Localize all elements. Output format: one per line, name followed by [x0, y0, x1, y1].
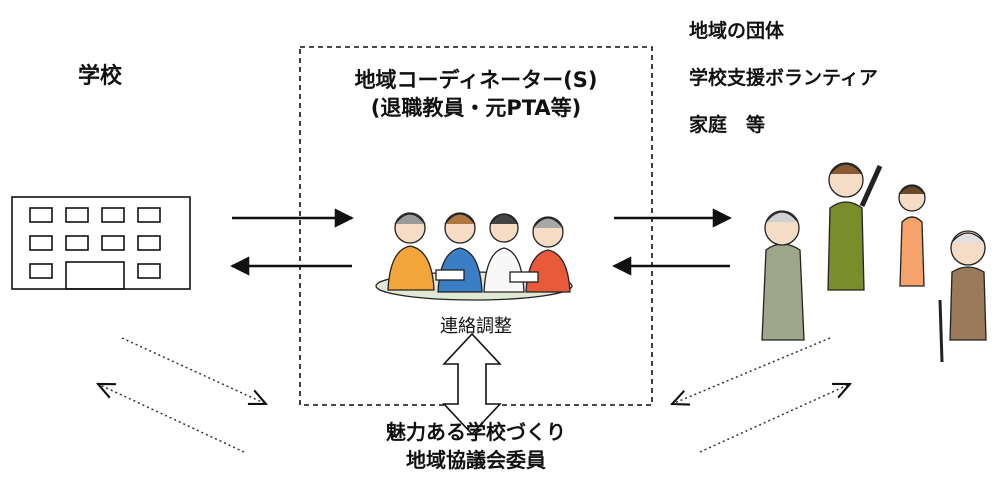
community-groups-label: 地域の団体 学校支援ボランティア 家庭 等	[689, 8, 878, 149]
community-line1: 地域の団体	[689, 20, 785, 42]
dotted-arrow-left-1	[121, 337, 266, 404]
school-label: 学校	[78, 64, 123, 89]
council-label: 魅力ある学校づくり 地域協議会委員	[300, 418, 652, 474]
double-arrow-vertical	[442, 332, 502, 436]
coordinator-title-line1: 地域コーディネーター(S)	[354, 68, 598, 92]
coordinator-title: 地域コーディネーター(S) (退職教員・元PTA等)	[300, 66, 652, 122]
liaison-label: 連絡調整	[440, 316, 512, 337]
community-line2: 学校支援ボランティア	[689, 67, 878, 89]
coordinators-illustration	[375, 212, 573, 301]
coordinator-title-line2: (退職教員・元PTA等)	[370, 96, 582, 120]
community-line3: 家庭 等	[689, 114, 766, 136]
school-building-icon	[11, 196, 191, 290]
dotted-arrow-left-2	[98, 384, 245, 453]
community-people-illustration	[761, 162, 987, 363]
dotted-arrow-right-2	[699, 384, 850, 453]
dotted-arrow-right-1	[672, 337, 831, 404]
council-line2: 地域協議会委員	[406, 448, 546, 472]
council-line1: 魅力ある学校づくり	[386, 420, 566, 444]
